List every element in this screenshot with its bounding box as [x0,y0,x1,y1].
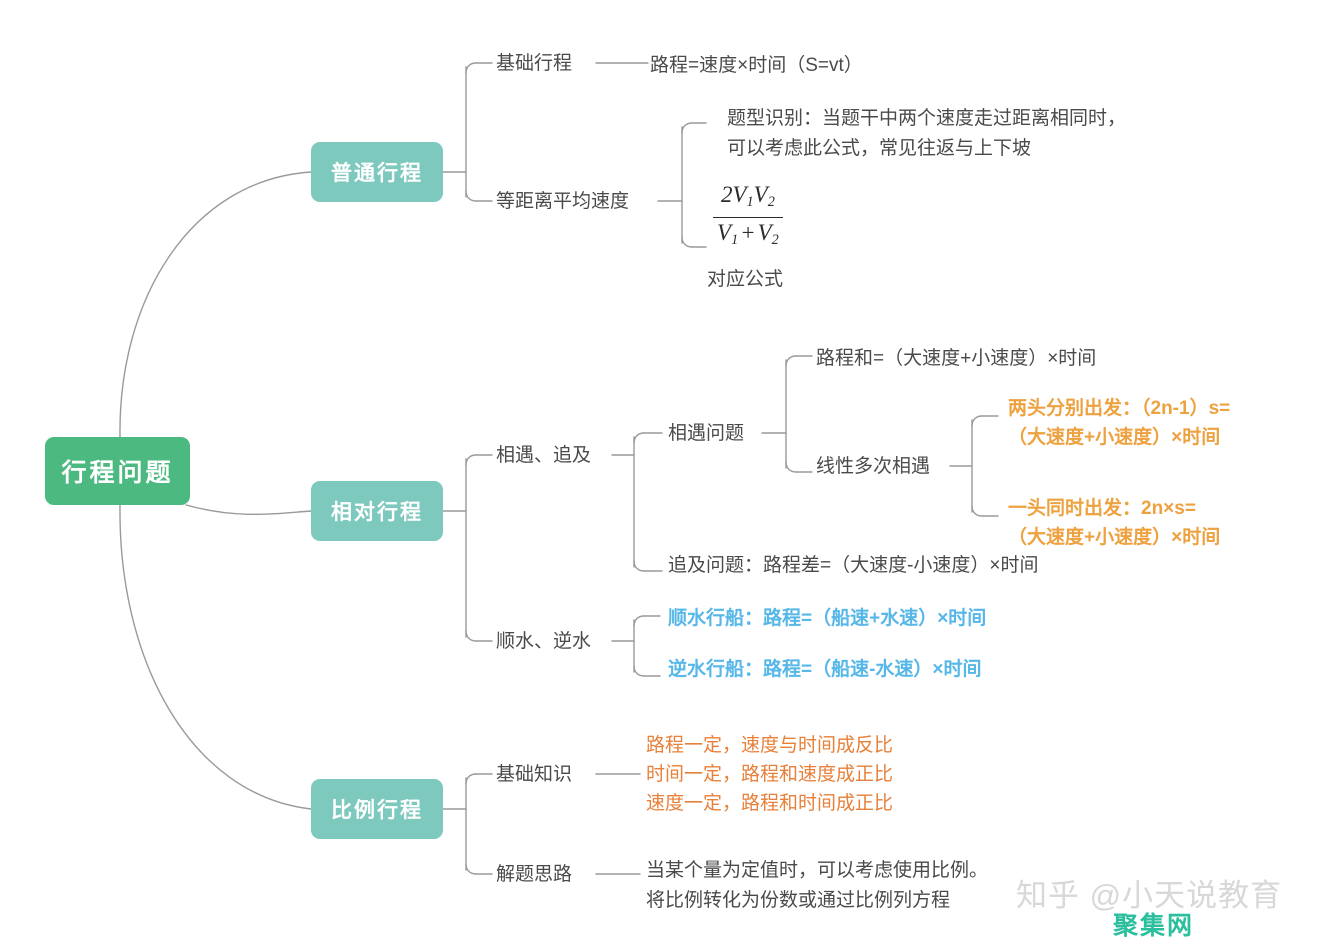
leaf-one-end-same-time: 一头同时出发：2n×s= （大速度+小速度）×时间 [1008,498,1221,548]
topic-label-basic-knowledge[interactable]: 基础知识 [496,764,573,785]
leaf-solution-approach-detail: 当某个量为定值时，可以考虑使用比例。 将比例转化为份数或通过比例列方程 [646,860,989,911]
topic-label-basic-travel[interactable]: 基础行程 [496,53,573,74]
formula-numerator: 2V1V2 [720,182,775,210]
watermark-subtext: 聚集网 [1113,912,1195,940]
leaf-chasing-problem: 追及问题：路程差=（大速度-小速度）×时间 [668,555,1039,576]
branch-node-ratio-label: 比例行程 [331,799,423,822]
leaf-meeting-distance-sum: 路程和=（大速度+小速度）×时间 [816,348,1097,369]
formula-fraction-bar [713,216,783,219]
topic-label-meet-and-chase[interactable]: 相遇、追及 [496,445,592,466]
branch-node-relative-label: 相对行程 [331,501,423,524]
branch-node-ratio[interactable]: 比例行程 [311,779,443,839]
equal-distance-formula: 2V1V2 V1 + V2 [713,181,783,254]
leaf-upstream-boat: 逆水行船：路程=（船速-水速）×时间 [668,659,982,680]
leaf-downstream-boat: 顺水行船：路程=（船速+水速）×时间 [668,608,987,629]
leaf-basic-travel-formula: 路程=速度×时间（S=vt） [650,55,863,76]
leaf-corresponding-formula-caption: 对应公式 [707,269,784,290]
leaf-two-ends-depart: 两头分别出发：（2n-1）s= （大速度+小速度）×时间 [1008,398,1231,448]
topic-label-downstream-upstream[interactable]: 顺水、逆水 [496,631,592,652]
branch-node-ordinary[interactable]: 普通行程 [311,142,443,202]
formula-denominator: V1 + V2 [717,220,779,249]
topic-label-meeting-problem[interactable]: 相遇问题 [668,423,745,444]
branch-node-relative[interactable]: 相对行程 [311,481,443,541]
topic-label-equal-distance-avg-speed[interactable]: 等距离平均速度 [496,191,630,212]
root-node[interactable]: 行程问题 [45,437,190,505]
branch-node-ordinary-label: 普通行程 [331,162,423,185]
root-node-label: 行程问题 [61,459,174,487]
watermark-text: 知乎 @小天说教育 [1016,878,1283,913]
topic-label-linear-multi-meeting[interactable]: 线性多次相遇 [816,456,931,477]
leaf-proportion-rules: 路程一定，速度与时间成反比 时间一定，路程和速度成正比 速度一定，路程和时间成正… [646,735,894,814]
leaf-equal-distance-recognition: 题型识别：当题干中两个速度走过距离相同时， 可以考虑此公式，常见往返与上下坡 [727,108,1127,159]
topic-label-solution-approach[interactable]: 解题思路 [496,864,573,885]
